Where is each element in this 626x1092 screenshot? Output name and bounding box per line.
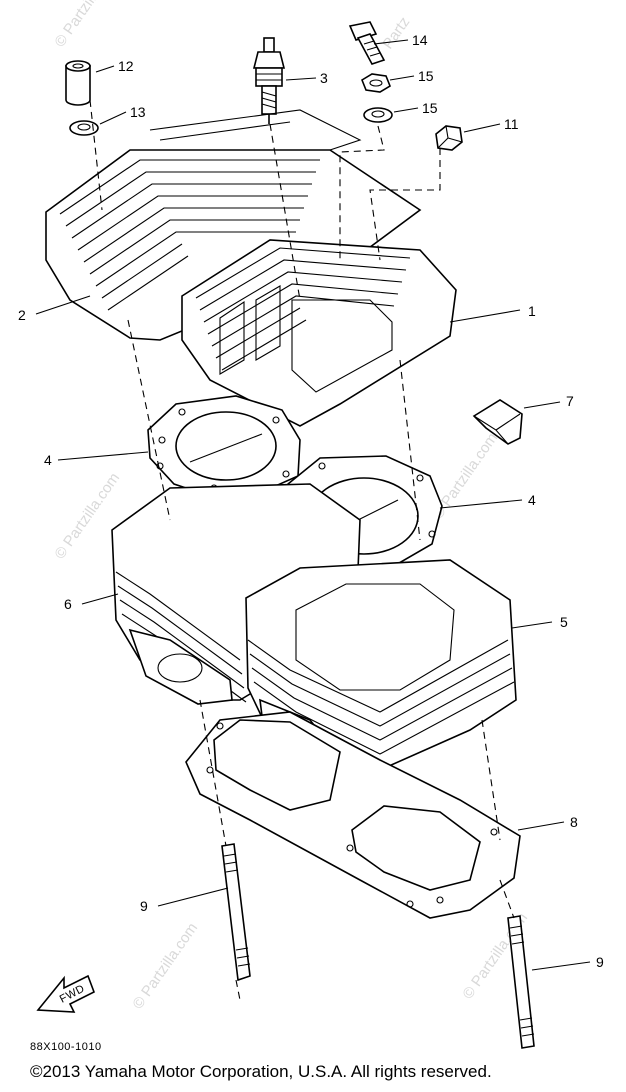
- watermark: © Partzilla.com: [129, 920, 201, 1013]
- callout-6: 6: [64, 596, 72, 612]
- callout-13: 14: [412, 32, 428, 48]
- drawing-code: 88X100-1010: [30, 1041, 102, 1053]
- part-8-base-gasket: [185, 711, 521, 919]
- copyright-notice: ©2013 Yamaha Motor Corporation, U.S.A. A…: [30, 1062, 492, 1081]
- callout-8: 8: [570, 814, 578, 830]
- callout-3: 3: [320, 70, 328, 86]
- callout-12: 13: [130, 104, 146, 120]
- alignment-lines: [89, 99, 515, 1001]
- callout-4-left: 4: [44, 452, 52, 468]
- part-3-spark-plug: [252, 37, 286, 124]
- callout-2: 2: [18, 307, 26, 323]
- part-14-nut: [361, 73, 391, 93]
- part-15-washer: [363, 107, 393, 123]
- callout-11: 12: [118, 58, 134, 74]
- callout-9-left: 9: [140, 898, 148, 914]
- callout-7: 7: [566, 393, 574, 409]
- callout-5: 5: [560, 614, 568, 630]
- callout-9-right: 9: [596, 954, 604, 970]
- callouts: 12 13 3 14 15 15 11 2 1 7 4 4 6 5 8 9 9: [18, 32, 604, 971]
- part-9-studs: [221, 843, 535, 1049]
- part-12-washer: [69, 120, 99, 136]
- callout-4-right: 4: [528, 492, 536, 508]
- part-7-block: [472, 399, 523, 445]
- watermark-partial: Partz: [379, 14, 413, 52]
- part-10-nut: [435, 125, 463, 151]
- callout-10: 11: [504, 116, 519, 132]
- callout-1: 1: [528, 303, 536, 319]
- forward-direction-arrow: FWD: [36, 974, 96, 1013]
- callout-15: 15: [422, 100, 438, 116]
- part-11-collar: [65, 60, 91, 106]
- callout-14: 15: [418, 68, 434, 84]
- watermark: © Partzilla.com: [51, 0, 123, 50]
- cylinder-heads: [45, 109, 457, 427]
- part-13-bolt: [348, 21, 386, 65]
